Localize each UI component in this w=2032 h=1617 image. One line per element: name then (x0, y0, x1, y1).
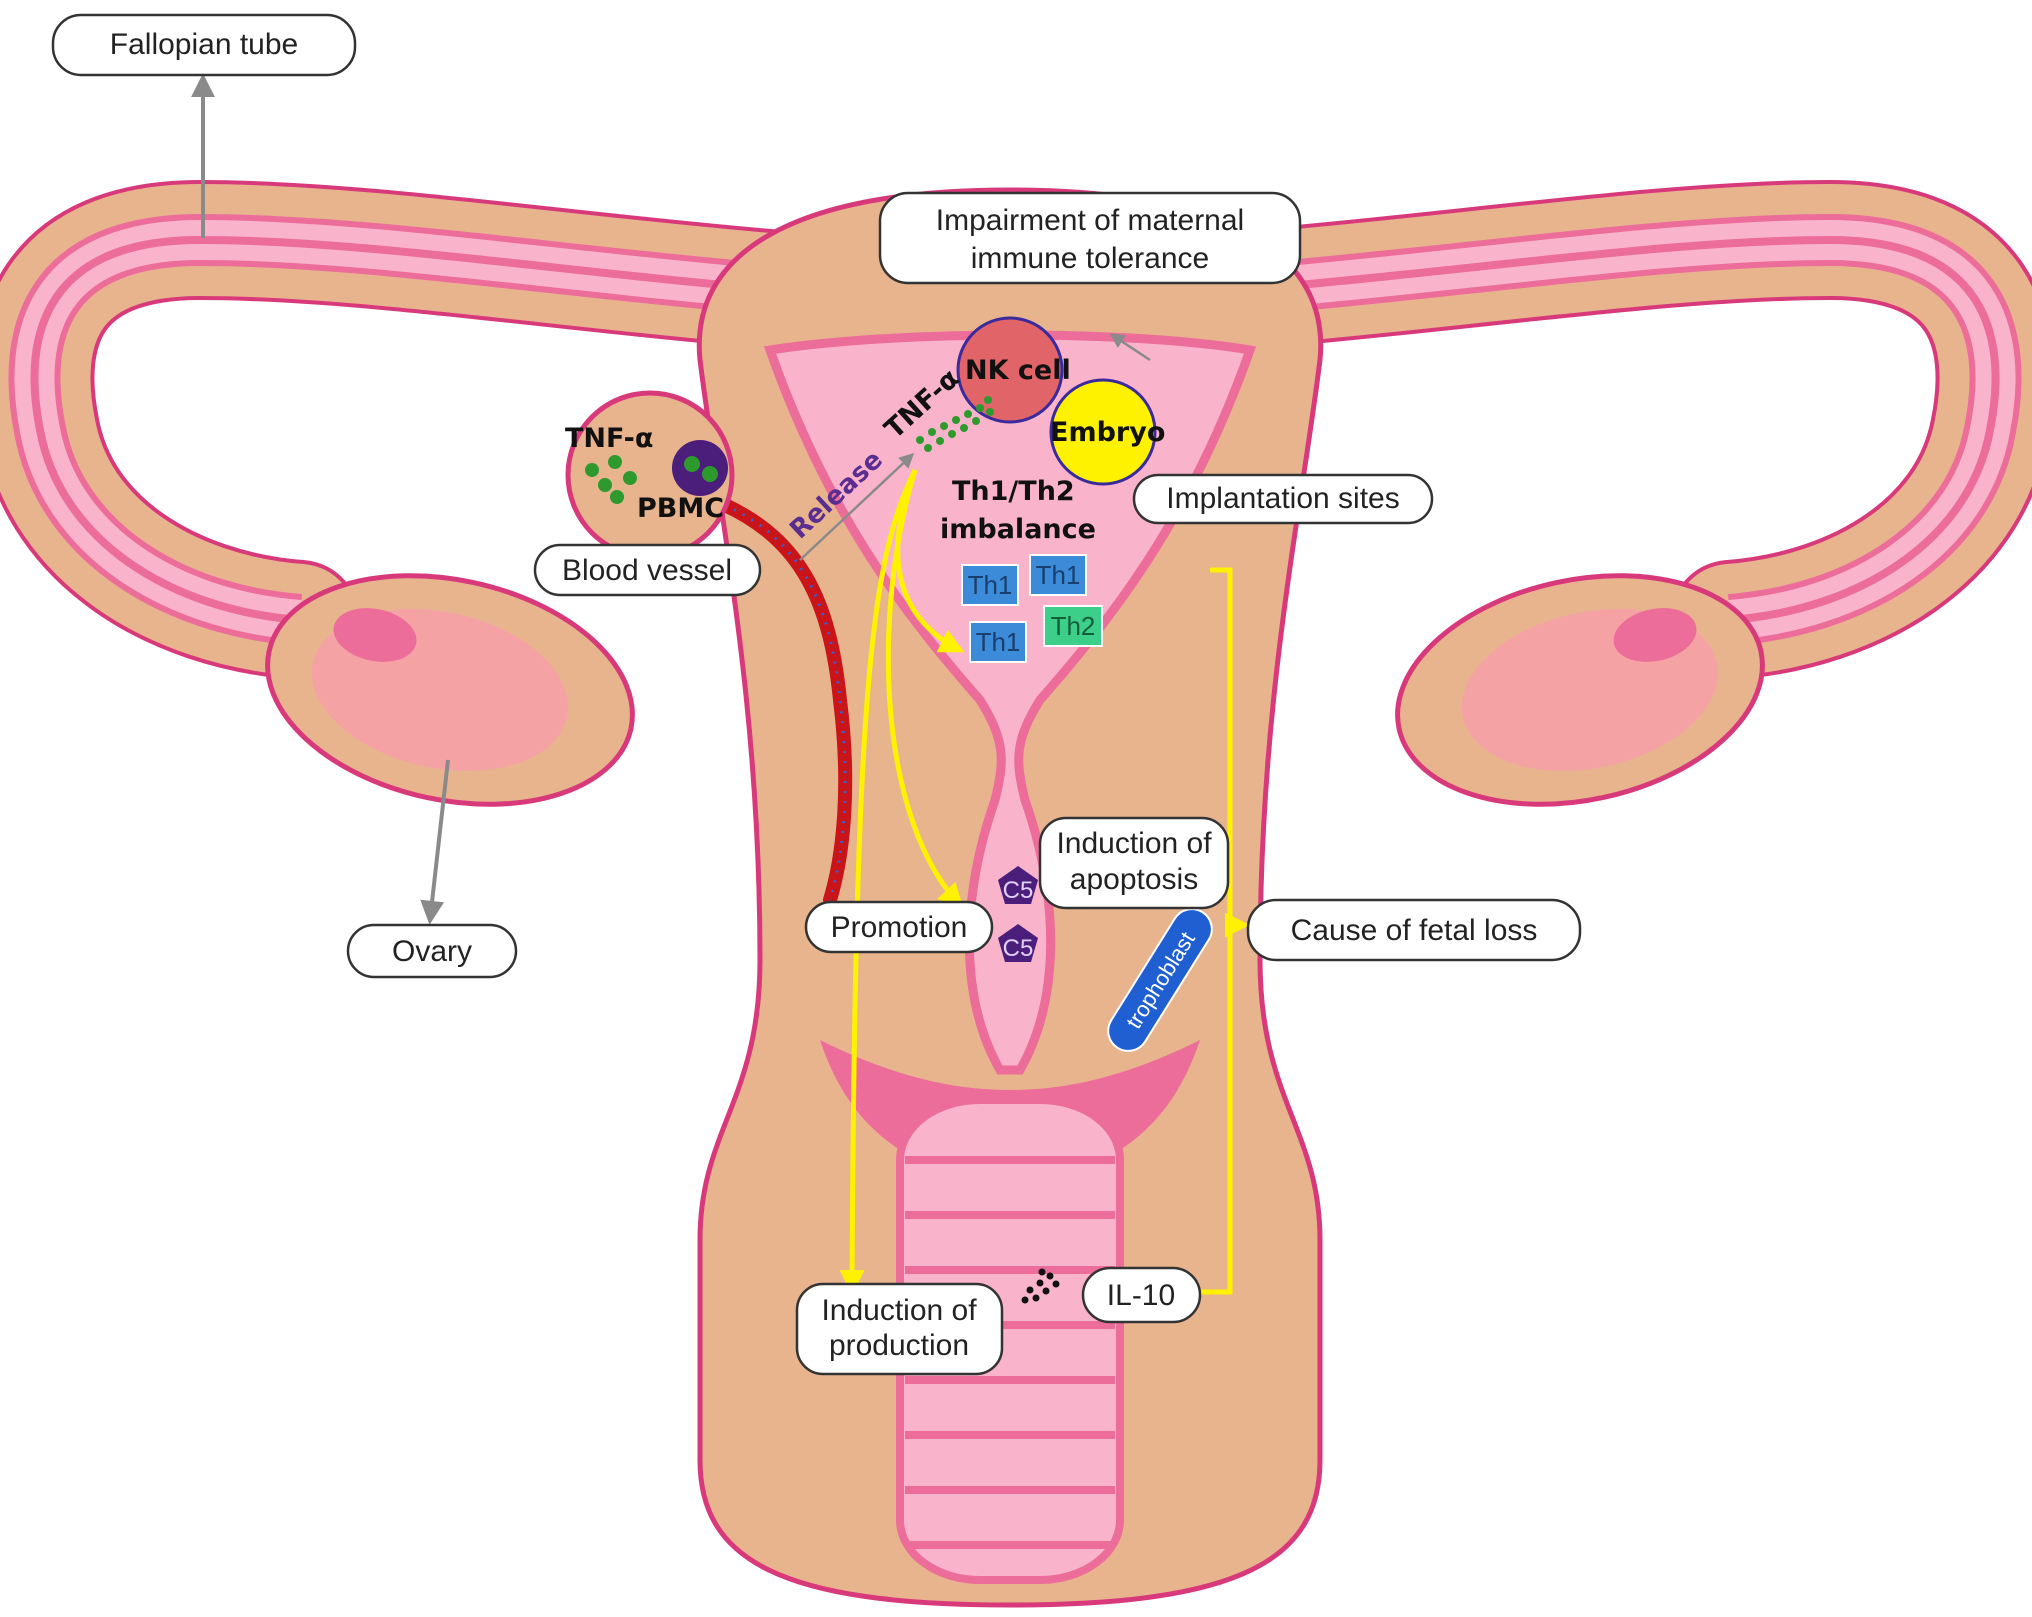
impairment-box: Impairment of maternal immune tolerance (878, 191, 1302, 285)
il10-box: IL-10 (1081, 1266, 1202, 1324)
c5-molecule: C5 (998, 924, 1038, 962)
implantation-sites-label: Implantation sites (1166, 482, 1399, 515)
fallopian-tube-box: Fallopian tube (51, 13, 357, 77)
production-label-line1: Induction of (821, 1294, 977, 1327)
vaginal-rugae (905, 1156, 1115, 1549)
c5-molecule: C5 (998, 866, 1038, 904)
impairment-label-line2: immune tolerance (971, 242, 1209, 275)
production-box: Induction of production (795, 1282, 1004, 1376)
c5-label: C5 (1003, 877, 1034, 904)
ovary-label: Ovary (392, 935, 472, 968)
th-imbalance-line2: imbalance (940, 514, 1096, 545)
th2-cell: Th2 (1043, 605, 1103, 647)
nk-cell-label: NK cell (965, 355, 1071, 386)
implantation-sites-box: Implantation sites (1132, 473, 1434, 525)
embryo-label: Embryo (1050, 417, 1165, 448)
impairment-label-line1: Impairment of maternal (936, 204, 1244, 237)
th1-cell: Th1 (969, 621, 1027, 663)
fallopian-tube-label: Fallopian tube (110, 28, 298, 61)
th1-label: Th1 (1036, 560, 1081, 590)
uterine-cavity (763, 330, 1257, 1075)
yellow-arrows (839, 468, 1250, 1295)
th-imbalance-line1: Th1/Th2 (952, 476, 1075, 507)
blood-vessel-box: Blood vessel (533, 543, 762, 597)
right-ovary (1395, 573, 1765, 807)
apoptosis-label-line2: apoptosis (1070, 863, 1198, 896)
embryo (1049, 378, 1157, 486)
promotion-box: Promotion (804, 900, 994, 954)
apoptosis-label-line1: Induction of (1056, 827, 1212, 860)
impairment-arrow (1109, 333, 1151, 362)
apoptosis-box: Induction of apoptosis (1038, 816, 1230, 910)
left-fallopian-tube (0, 179, 1060, 680)
left-ovary (265, 573, 635, 807)
il10-dots (1021, 1268, 1060, 1304)
il10-label: IL-10 (1107, 1279, 1175, 1312)
ovary-arrow (420, 759, 450, 925)
tnf-alpha-vessel-label: TNF-α (565, 423, 653, 454)
fetal-loss-label: Cause of fetal loss (1291, 914, 1538, 947)
blood-vessel-label: Blood vessel (562, 554, 732, 587)
th1-cell: Th1 (961, 564, 1019, 606)
promotion-label: Promotion (831, 911, 968, 944)
nk-cell (956, 316, 1064, 424)
th1-label: Th1 (968, 570, 1013, 600)
th1-cell: Th1 (1029, 554, 1087, 596)
right-fallopian-tube (960, 179, 2032, 680)
th2-label: Th2 (1051, 611, 1096, 641)
tnf-alpha-dots (916, 396, 994, 452)
pbmc-label: PBMC (637, 493, 724, 524)
blood-vessel (718, 498, 853, 907)
th1-label: Th1 (976, 627, 1021, 657)
fetal-loss-box: Cause of fetal loss (1246, 898, 1582, 962)
blood-vessel-cross-section (565, 390, 735, 560)
production-label-line2: production (829, 1329, 969, 1362)
c5-label: C5 (1003, 935, 1034, 962)
release-arrow (799, 452, 915, 561)
ovary-box: Ovary (346, 923, 518, 979)
